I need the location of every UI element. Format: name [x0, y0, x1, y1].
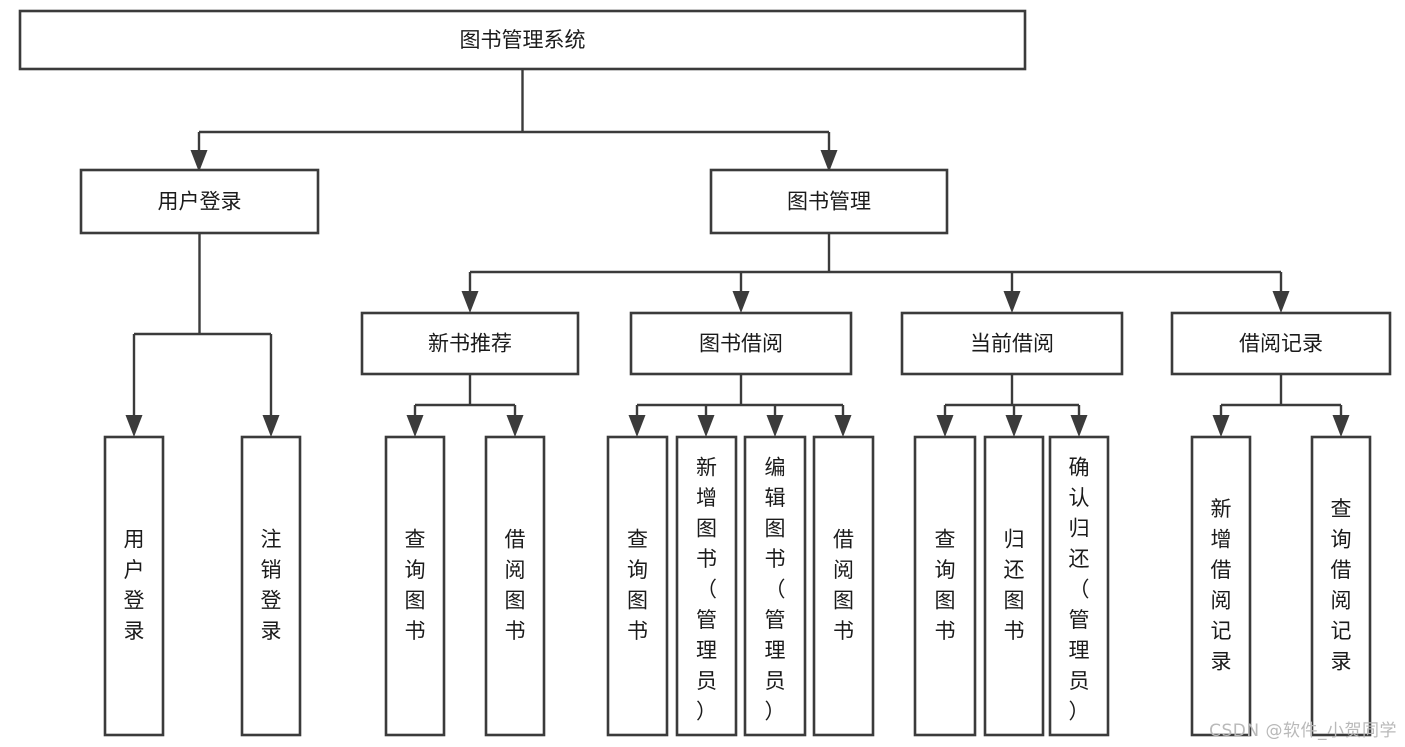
node-label: 注销登录	[261, 527, 282, 643]
node-label: 图书管理系统	[460, 28, 586, 52]
node-box[interactable]	[900, 311, 1124, 376]
node-user-login[interactable]: 用户登录	[79, 168, 320, 235]
node-label: 新增图书（管理员）	[696, 455, 717, 723]
arrowhead-icon	[834, 415, 852, 437]
node-borrow-record[interactable]: 借阅记录	[1170, 311, 1392, 376]
node-leaf-user-login[interactable]: 用户登录	[103, 435, 165, 737]
node-box[interactable]	[384, 435, 446, 737]
node-box[interactable]	[1190, 435, 1252, 737]
node-box[interactable]	[103, 435, 165, 737]
arrowhead-icon	[190, 150, 208, 172]
arrowhead-icon	[820, 150, 838, 172]
node-label: 借阅图书	[833, 527, 854, 643]
arrowhead-icon	[628, 415, 646, 437]
node-label: 借阅记录	[1239, 332, 1323, 356]
node-box[interactable]	[18, 9, 1027, 71]
arrowhead-icon	[766, 415, 784, 437]
arrowhead-icon	[1003, 291, 1021, 313]
node-current-borrow[interactable]: 当前借阅	[900, 311, 1124, 376]
node-label: 编辑图书（管理员）	[765, 455, 786, 723]
node-leaf-edit-book[interactable]: 编辑图书（管理员）	[743, 435, 807, 737]
node-label: 新增借阅记录	[1211, 497, 1232, 674]
node-box[interactable]	[629, 311, 853, 376]
connector-conn-user-login	[125, 233, 280, 437]
node-label: 用户登录	[124, 527, 145, 643]
connector-conn-book-manage	[461, 233, 1290, 313]
node-leaf-add-borrow-record[interactable]: 新增借阅记录	[1190, 435, 1252, 737]
node-book-borrow[interactable]: 图书借阅	[629, 311, 853, 376]
arrowhead-icon	[697, 415, 715, 437]
node-label: 查询借阅记录	[1331, 497, 1352, 674]
connector-conn-root	[190, 69, 838, 172]
arrowhead-icon	[1272, 291, 1290, 313]
node-label: 查询图书	[627, 527, 648, 643]
node-label: 借阅图书	[505, 527, 526, 643]
arrowhead-icon	[406, 415, 424, 437]
connector-conn-book-borrow	[628, 374, 852, 437]
node-box[interactable]	[983, 435, 1045, 737]
node-leaf-borrow-book-recommend[interactable]: 借阅图书	[484, 435, 546, 737]
arrowhead-icon	[461, 291, 479, 313]
connector-layer	[125, 69, 1350, 437]
connector-conn-new-book-recommend	[406, 374, 524, 437]
node-box[interactable]	[484, 435, 546, 737]
node-box[interactable]	[1048, 435, 1110, 737]
node-label: 当前借阅	[970, 332, 1054, 356]
arrowhead-icon	[262, 415, 280, 437]
node-leaf-borrow-book[interactable]: 借阅图书	[812, 435, 875, 737]
node-root[interactable]: 图书管理系统	[18, 9, 1027, 71]
node-book-manage[interactable]: 图书管理	[709, 168, 949, 235]
node-box[interactable]	[812, 435, 875, 737]
arrowhead-icon	[1332, 415, 1350, 437]
node-box[interactable]	[240, 435, 302, 737]
node-label: 确认归还（管理员）	[1069, 455, 1090, 723]
node-label: 新书推荐	[428, 332, 512, 356]
node-box[interactable]	[606, 435, 669, 737]
arrowhead-icon	[732, 291, 750, 313]
connector-conn-borrow-record	[1212, 374, 1350, 437]
node-leaf-query-borrow-record[interactable]: 查询借阅记录	[1310, 435, 1372, 737]
node-box[interactable]	[360, 311, 580, 376]
node-box[interactable]	[1310, 435, 1372, 737]
node-leaf-query-book-current[interactable]: 查询图书	[913, 435, 977, 737]
arrowhead-icon	[1070, 415, 1088, 437]
arrowhead-icon	[1212, 415, 1230, 437]
arrowhead-icon	[506, 415, 524, 437]
node-box[interactable]	[79, 168, 320, 235]
node-label: 查询图书	[405, 527, 426, 643]
node-box[interactable]	[709, 168, 949, 235]
node-label: 查询图书	[935, 527, 956, 643]
node-box[interactable]	[1170, 311, 1392, 376]
node-box[interactable]	[743, 435, 807, 737]
node-box[interactable]	[913, 435, 977, 737]
node-box[interactable]	[675, 435, 738, 737]
arrowhead-icon	[125, 415, 143, 437]
connector-conn-current-borrow	[936, 374, 1088, 437]
node-leaf-confirm-return[interactable]: 确认归还（管理员）	[1048, 435, 1110, 737]
node-layer: 图书管理系统用户登录图书管理新书推荐图书借阅当前借阅借阅记录用户登录注销登录查询…	[18, 9, 1392, 737]
node-leaf-add-book[interactable]: 新增图书（管理员）	[675, 435, 738, 737]
arrowhead-icon	[1005, 415, 1023, 437]
node-leaf-query-book-borrow[interactable]: 查询图书	[606, 435, 669, 737]
arrowhead-icon	[936, 415, 954, 437]
node-label: 图书管理	[787, 190, 871, 214]
node-leaf-query-book-recommend[interactable]: 查询图书	[384, 435, 446, 737]
node-leaf-user-logout[interactable]: 注销登录	[240, 435, 302, 737]
node-label: 图书借阅	[699, 332, 783, 356]
node-leaf-return-book[interactable]: 归还图书	[983, 435, 1045, 737]
node-label: 归还图书	[1004, 527, 1025, 643]
node-label: 用户登录	[158, 190, 242, 214]
node-new-book-recommend[interactable]: 新书推荐	[360, 311, 580, 376]
